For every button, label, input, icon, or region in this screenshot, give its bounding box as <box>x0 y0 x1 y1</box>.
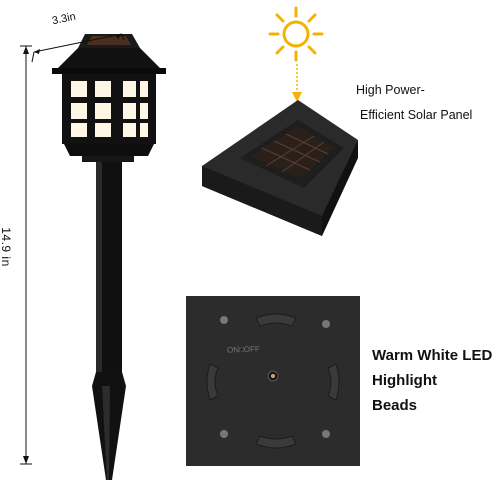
lamp-illustration <box>52 34 166 480</box>
height-label: 14.9 in <box>0 227 13 267</box>
base-bottom-panel <box>186 296 360 466</box>
arrow-down-icon <box>292 64 302 102</box>
width-dimension-line <box>31 33 125 63</box>
height-dimension-line <box>20 45 32 465</box>
solar-panel-callout: High Power- Efficient Solar Panel <box>356 78 500 128</box>
led-line3: Beads <box>372 397 418 414</box>
led-callout: Warm White LED Highlight Beads <box>372 343 492 418</box>
led-line2: Highlight <box>372 372 437 389</box>
led-line1: Warm White LED <box>372 347 493 364</box>
switch-label: ON□OFF <box>226 344 260 355</box>
solar-panel-line2: Efficient Solar Panel <box>360 108 473 122</box>
sun-icon <box>268 6 324 62</box>
solar-panel-line1: High Power- <box>356 83 425 97</box>
solar-panel-cap <box>202 100 358 236</box>
